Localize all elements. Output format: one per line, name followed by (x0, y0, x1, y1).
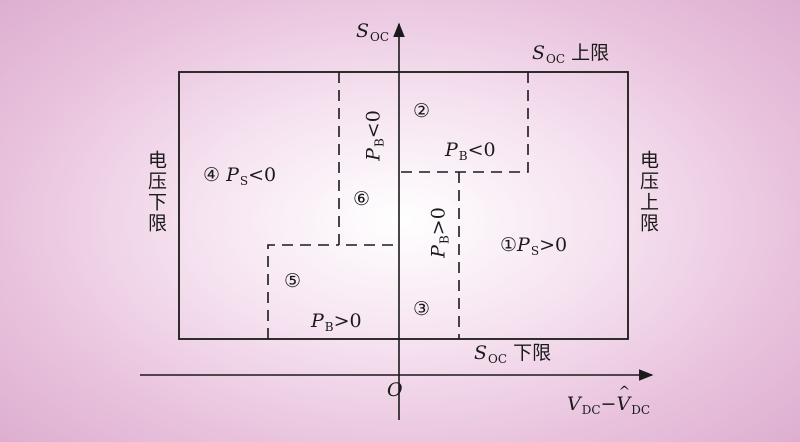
x-axis-label: VDC−VDC (567, 385, 650, 416)
operating-boundary-rect (178, 71, 629, 340)
region-5-number: ⑤ (284, 270, 302, 292)
region-2-number: ② (413, 100, 431, 122)
soc-upper-limit-label: SOC 上限 (532, 42, 610, 66)
region-2-condition: PB<0 (445, 139, 496, 163)
region-3-number: ③ (413, 298, 431, 320)
region-3-condition: PB>0 (427, 207, 452, 258)
soc-lower-limit-label: SOC 下限 (474, 342, 552, 366)
region-4-label: ④ PS<0 (203, 164, 277, 188)
region-6-condition: PB<0 (362, 110, 387, 161)
y-axis-label: SOC (356, 20, 390, 44)
origin-label: O (387, 379, 403, 401)
dashed-boundary-region-2 (399, 72, 529, 173)
voltage-lower-limit-label: 电压下限 (145, 150, 167, 234)
region-6-number: ⑥ (353, 188, 371, 210)
region-5-condition: PB>0 (311, 310, 362, 334)
voltage-upper-limit-label: 电压上限 (637, 150, 659, 234)
dashed-boundary-region-5 (267, 244, 339, 339)
region-1-label: ①PS>0 (500, 234, 568, 258)
